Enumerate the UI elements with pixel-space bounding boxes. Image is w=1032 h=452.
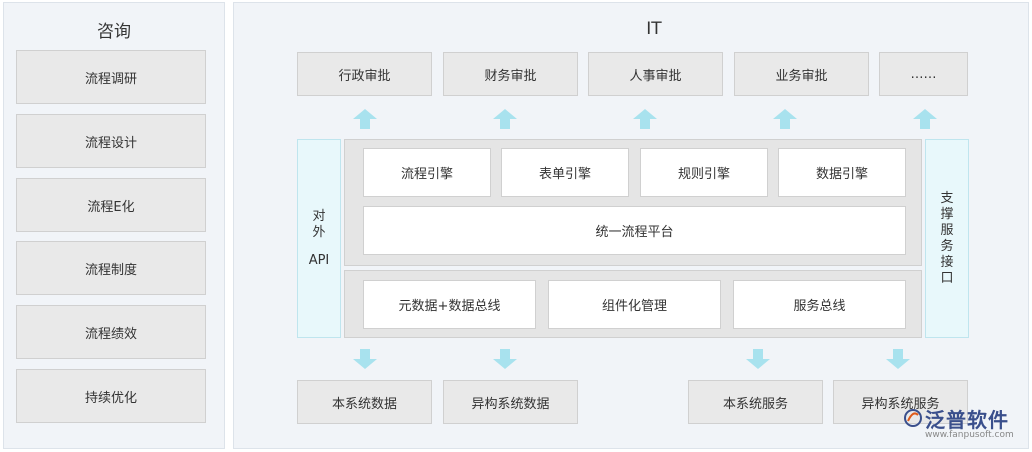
arrow-down-icon [746,349,770,369]
top-item-finance-approval: 财务审批 [443,52,578,96]
engine-process: 流程引擎 [363,148,491,197]
unified-process-platform: 统一流程平台 [363,206,906,255]
component-management: 组件化管理 [548,280,721,329]
support-interface-char: 支 [940,190,954,206]
arrow-up-icon [913,109,937,129]
consult-item-digitize: 流程E化 [16,178,206,232]
bottom-local-service: 本系统服务 [688,380,823,424]
support-interface-char: 务 [940,238,954,254]
bottom-local-data: 本系统数据 [297,380,432,424]
consult-item-research: 流程调研 [16,50,206,104]
consult-item-policy: 流程制度 [16,241,206,295]
top-item-more: …… [879,52,968,96]
arrow-up-icon [633,109,657,129]
top-item-business-approval: 业务审批 [734,52,869,96]
fanpu-logo-text: 泛普软件 [925,408,1009,432]
external-api-label: API [308,252,330,268]
engine-data: 数据引擎 [778,148,906,197]
consult-title: 咨询 [97,22,131,42]
consult-item-design: 流程设计 [16,114,206,168]
arrow-down-icon [886,349,910,369]
support-interface-char: 口 [940,270,954,286]
arrow-up-icon [493,109,517,129]
metadata-data-bus: 元数据+数据总线 [363,280,536,329]
arrow-down-icon [353,349,377,369]
external-api-char: 对 [312,208,326,224]
consult-item-performance: 流程绩效 [16,305,206,359]
external-api-char: 外 [312,224,326,240]
fanpu-logo-icon [904,409,922,427]
arrow-up-icon [773,109,797,129]
bottom-heterogeneous-service: 异构系统服务 [833,380,968,424]
fanpu-logo: 泛普软件 www.fanpusoft.com [903,404,1027,444]
engine-rule: 规则引擎 [640,148,768,197]
top-item-hr-approval: 人事审批 [588,52,723,96]
top-item-admin-approval: 行政审批 [297,52,432,96]
engine-form: 表单引擎 [501,148,629,197]
external-api-panel: 对 外 API [297,139,341,338]
support-interface-char: 撑 [940,206,954,222]
support-interface-char: 服 [940,222,954,238]
bottom-heterogeneous-data: 异构系统数据 [443,380,578,424]
support-interface-char: 接 [940,254,954,270]
arrow-down-icon [493,349,517,369]
fanpu-logo-url: www.fanpusoft.com [925,430,1014,440]
consult-item-optimize: 持续优化 [16,369,206,423]
service-bus: 服务总线 [733,280,906,329]
support-service-interface-panel: 支 撑 服 务 接 口 [925,139,969,338]
it-title: IT [646,19,662,39]
arrow-up-icon [353,109,377,129]
